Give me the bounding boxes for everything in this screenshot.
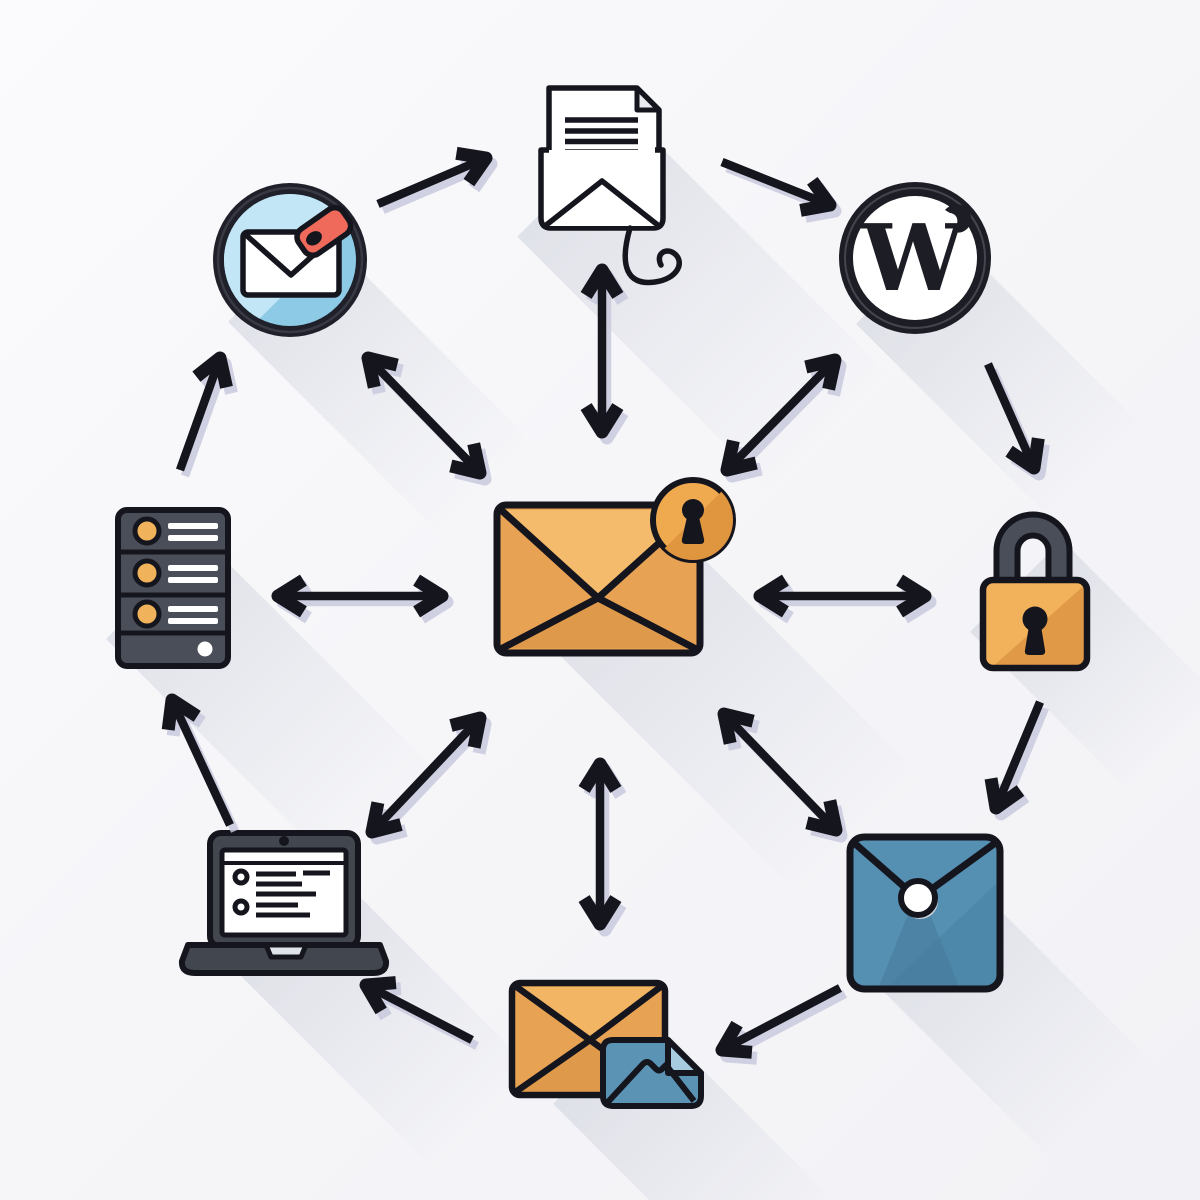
arrow-email-attachment-laptop: [359, 976, 479, 1050]
wordpress-hook: [945, 204, 972, 233]
paper-folded-corner: [634, 85, 662, 113]
arrow-wordpress-padlock: [984, 362, 1050, 481]
arrow-mail-server-tagged-email-badge: [175, 351, 238, 478]
arrow-tagged-email-badge-secure-email: [361, 351, 492, 486]
arrow-newsletter-document-wordpress: [720, 158, 842, 223]
arrow-tagged-email-badge-newsletter-document: [376, 146, 498, 214]
arrow-padlock-sealed-message: [984, 700, 1049, 821]
arrow-wordpress-secure-email: [720, 353, 847, 483]
arrow-secure-email-padlock: [753, 574, 937, 624]
arrow-secure-email-email-attachment: [578, 757, 627, 937]
arrow-newsletter-document-secure-email: [580, 263, 629, 445]
arrow-sealed-message-secure-email: [717, 707, 848, 843]
arrow-mail-server-secure-email: [271, 574, 454, 624]
arrow-laptop-mail-server: [161, 693, 239, 833]
arrow-sealed-message-email-attachment: [715, 984, 847, 1065]
arrow-laptop-secure-email: [365, 711, 492, 845]
